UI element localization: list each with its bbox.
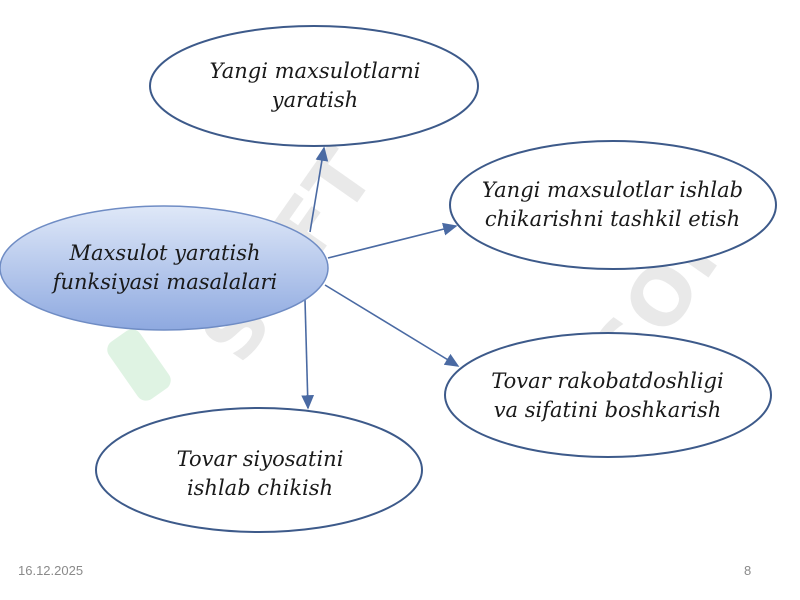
center-line-2: funksiyasi masalalari	[52, 270, 278, 294]
node-bottom-left-line-1: Tovar siyosatini	[176, 447, 344, 471]
center-node-label: Maxsulot yaratish funksiyasi masalalari	[10, 230, 320, 306]
node-bottom-left-ellipse	[95, 407, 423, 533]
arrow-to-right-lower	[324, 284, 460, 367]
node-right-lower-line-2: va sifatini boshkarish	[493, 398, 722, 422]
node-right-upper-ellipse	[449, 140, 777, 270]
node-top-label: Yangi maxsulotlarni yaratish	[170, 48, 460, 124]
node-bottom-left-label: Tovar siyosatini ishlab chikish	[110, 436, 410, 512]
center-line-1: Maxsulot yaratish	[69, 241, 261, 265]
node-right-lower-ellipse	[444, 332, 772, 458]
node-top-ellipse	[149, 25, 479, 147]
node-top-line-2: yaratish	[271, 88, 359, 112]
node-right-upper-line-2: chikarishni tashkil etish	[484, 207, 741, 231]
arrow-to-bottom-left	[301, 299, 315, 410]
arrow-to-right-upper	[327, 222, 458, 259]
node-bottom-left-line-2: ishlab chikish	[186, 476, 334, 500]
node-right-lower-label: Tovar rakobatdoshligi va sifatini boshkar…	[455, 358, 760, 434]
slide-page-number: 8	[744, 563, 752, 578]
node-right-upper-line-1: Yangi maxsulotlar ishlab	[481, 178, 744, 202]
center-ellipse	[0, 205, 329, 331]
node-top-line-1: Yangi maxsulotlarni	[209, 59, 421, 83]
slide-date: 16.12.2025	[18, 563, 84, 578]
arrow-to-top	[309, 146, 329, 233]
node-right-lower-line-1: Tovar rakobatdoshligi	[491, 369, 724, 393]
node-right-upper-label: Yangi maxsulotlar ishlab chikarishni tash…	[460, 167, 765, 243]
